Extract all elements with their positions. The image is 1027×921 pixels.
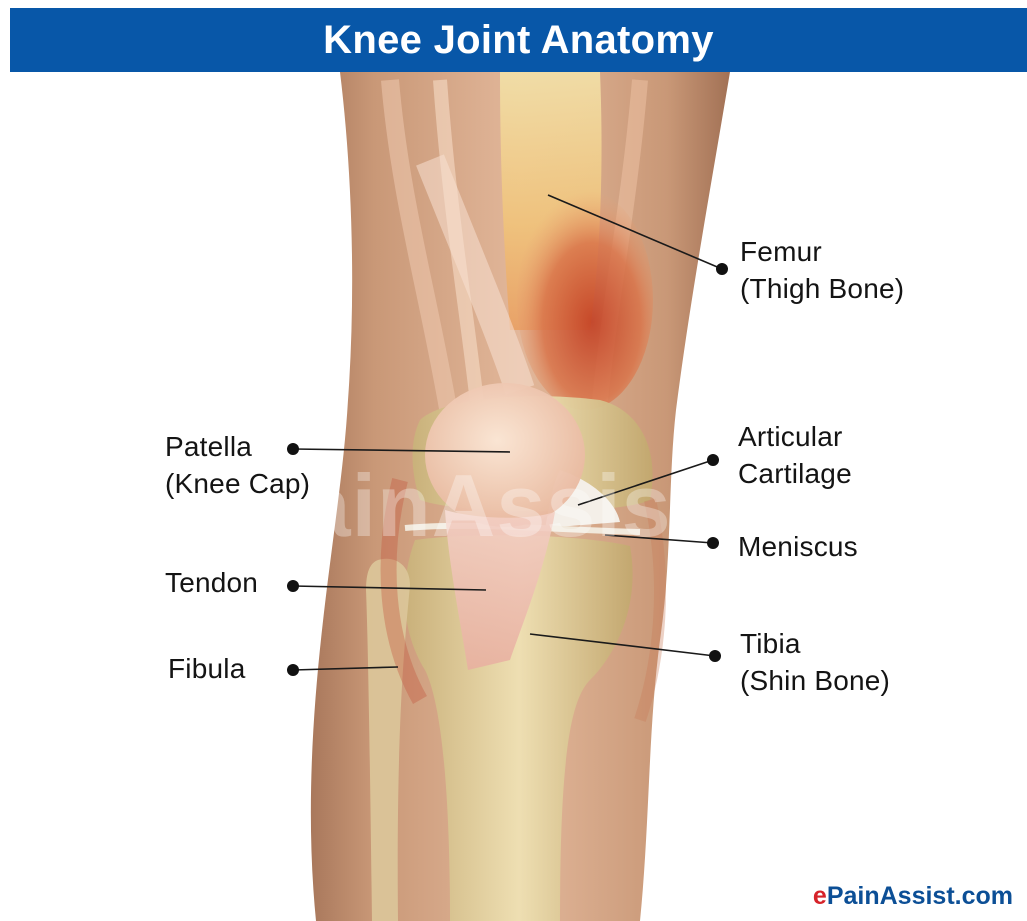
label-meniscus-line1: Meniscus xyxy=(738,528,858,565)
label-fibula: Fibula xyxy=(168,650,245,687)
label-tibia-line1: Tibia xyxy=(740,625,890,662)
label-cartilage-line1: Articular xyxy=(738,418,852,455)
credit-rest: PainAssist.com xyxy=(827,882,1013,910)
label-femur: Femur (Thigh Bone) xyxy=(740,233,904,307)
quadriceps-muscle xyxy=(517,190,653,410)
label-cartilage: Articular Cartilage xyxy=(738,418,852,492)
label-tibia-line2: (Shin Bone) xyxy=(740,662,890,699)
tibia-dot xyxy=(709,650,721,662)
label-cartilage-line2: Cartilage xyxy=(738,455,852,492)
label-patella-line2: (Knee Cap) xyxy=(165,465,310,502)
credit-e: e xyxy=(813,882,827,910)
label-tibia: Tibia (Shin Bone) xyxy=(740,625,890,699)
label-tendon: Tendon xyxy=(165,564,258,601)
label-fibula-line1: Fibula xyxy=(168,650,245,687)
tendon-dot xyxy=(287,580,299,592)
label-meniscus: Meniscus xyxy=(738,528,858,565)
fibula-dot xyxy=(287,664,299,676)
page-title: Knee Joint Anatomy xyxy=(10,8,1027,72)
label-femur-line2: (Thigh Bone) xyxy=(740,270,904,307)
label-femur-line1: Femur xyxy=(740,233,904,270)
label-tendon-line1: Tendon xyxy=(165,564,258,601)
label-patella: Patella (Knee Cap) xyxy=(165,428,310,502)
site-credit: ePainAssist.com xyxy=(813,882,1013,911)
femur-dot xyxy=(716,263,728,275)
label-patella-line1: Patella xyxy=(165,428,310,465)
